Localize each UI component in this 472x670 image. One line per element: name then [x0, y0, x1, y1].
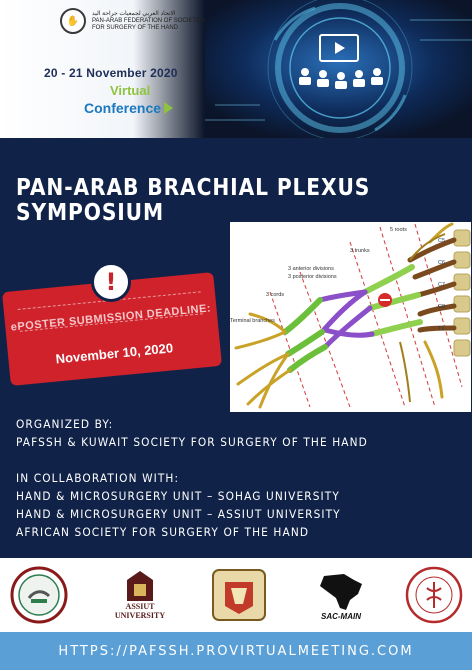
federation-name-arabic: الاتحاد العربي لجمعيات جراحة اليد — [92, 10, 176, 17]
arab-medical-union-logo — [400, 566, 468, 624]
kuwait-society-logo — [4, 566, 74, 624]
header-card — [0, 0, 205, 138]
symposium-title: PAN-ARAB BRACHIAL PLEXUS SYMPOSIUM — [16, 175, 371, 226]
organizer-line: PAFSSH & KUWAIT SOCIETY FOR SURGERY OF T… — [16, 435, 368, 449]
conference-text: Conference — [84, 100, 162, 116]
assiut-crest-icon — [127, 571, 153, 601]
video-conference-icon — [299, 34, 383, 89]
label-cords: 3 cords — [266, 292, 284, 298]
root-label-c6: C6 — [438, 260, 445, 266]
label-posterior: 3 posterior divisions — [288, 274, 337, 280]
virtual-label: Virtual — [110, 83, 151, 98]
root-label-c5: C5 — [438, 238, 445, 244]
label-trunks: 3 trunks — [350, 248, 370, 254]
organized-by-heading: ORGANIZED BY: — [16, 417, 114, 431]
website-link[interactable]: HTTPS://PAFSSH.PROVIRTUALMEETING.COM — [58, 643, 414, 659]
label-roots: 5 roots — [390, 227, 407, 233]
conference-label: Conference — [84, 100, 174, 116]
sacmain-logo: SAC-MAIN — [300, 566, 382, 624]
collaborator-sohag: HAND & MICROSURGERY UNIT – SOHAG UNIVERS… — [16, 489, 340, 503]
brachial-plexus-diagram: 5 roots 3 trunks 3 anterior divisions 3 … — [230, 222, 471, 412]
plexus-illustration: 5 roots 3 trunks 3 anterior divisions 3 … — [230, 222, 471, 412]
footer-url-bar: HTTPS://PAFSSH.PROVIRTUALMEETING.COM — [0, 632, 472, 670]
label-terminal: Terminal branches — [230, 318, 275, 324]
collaborator-assiut: HAND & MICROSURGERY UNIT – ASSIUT UNIVER… — [16, 507, 341, 521]
africa-map-icon — [320, 573, 362, 610]
hand-icon: ✋ — [60, 8, 86, 34]
federation-name: PAN-ARAB FEDERATION OF SOCIETIES FOR SUR… — [92, 17, 206, 31]
root-label-t1: T1 — [438, 326, 444, 332]
vertebra-column — [453, 229, 471, 357]
deadline-date: November 10, 2020 — [54, 340, 174, 367]
collaborator-african: AFRICAN SOCIETY FOR SURGERY OF THE HAND — [16, 525, 310, 539]
conference-dates: 20 - 21 November 2020 — [44, 66, 178, 80]
play-icon — [164, 102, 174, 114]
alert-icon: ! — [91, 262, 131, 302]
root-label-c8: C8 — [438, 304, 445, 310]
header-banner: ✋ الاتحاد العربي لجمعيات جراحة اليد PAN-… — [0, 0, 472, 138]
tech-background — [205, 0, 472, 138]
sohag-university-logo — [206, 566, 272, 624]
assiut-university-logo: ASSIUT UNIVERSITY — [104, 566, 176, 624]
partner-logos: ASSIUT UNIVERSITY SAC-MAIN — [0, 558, 472, 632]
federation-logo: ✋ الاتحاد العربي لجمعيات جراحة اليد PAN-… — [60, 8, 212, 34]
collaboration-heading: IN COLLABORATION WITH: — [16, 471, 180, 485]
label-anterior: 3 anterior divisions — [288, 266, 334, 272]
root-label-c7: C7 — [438, 282, 445, 288]
